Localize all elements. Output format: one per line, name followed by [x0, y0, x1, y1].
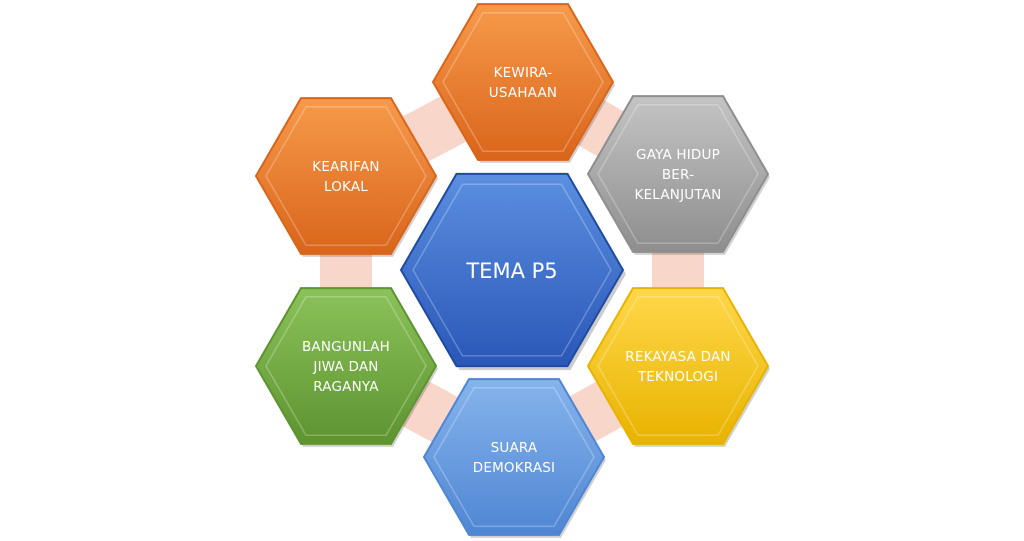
hex-bevel [597, 295, 759, 437]
center-hexagon [399, 172, 625, 368]
theme-hexagons: KEWIRA- USAHAAN GAYA HIDUP BER- KELANJUTAN RE… [254, 3, 770, 538]
center-hexagon-group: TEMA P5 [399, 172, 626, 371]
theme-label-line: BER- [662, 167, 694, 183]
theme-label-line: LOKAL [324, 179, 368, 195]
theme-label-line: BANGUNLAH [302, 339, 390, 355]
theme-hex-rekayasa: REKAYASA DAN TEKNOLOGI [586, 287, 770, 447]
hex-bevel [597, 103, 759, 245]
theme-label-line: GAYA HIDUP [636, 147, 720, 163]
theme-hex-kearifan-lokal: KEARIFAN LOKAL [254, 97, 438, 257]
theme-label-line: JIWA DAN [312, 359, 378, 375]
theme-label-line: REKAYASA DAN [625, 349, 730, 365]
theme-hexagon [254, 97, 438, 255]
theme-hex-suara-demokrasi: SUARA DEMOKRASI [422, 378, 606, 538]
theme-hexagon [422, 378, 606, 536]
theme-hex-gaya-hidup: GAYA HIDUP BER- KELANJUTAN [586, 95, 770, 255]
theme-label-line: KEARIFAN [312, 159, 379, 175]
theme-label-line: USAHAAN [489, 85, 557, 101]
theme-hex-kewirausahaan: KEWIRA- USAHAAN [431, 3, 615, 163]
theme-hexagon [586, 95, 770, 253]
theme-hexagon [586, 287, 770, 445]
hex-bevel [433, 386, 595, 528]
theme-label-line: RAGANYA [313, 379, 379, 395]
theme-label-line: DEMOKRASI [473, 460, 555, 476]
center-label: TEMA P5 [465, 259, 557, 283]
hex-bevel [265, 295, 427, 437]
theme-hexagon [254, 287, 438, 445]
theme-label-line: TEKNOLOGI [637, 369, 718, 385]
theme-label-line: KELANJUTAN [635, 187, 722, 203]
theme-hexagon [431, 3, 615, 161]
hex-bevel [265, 105, 427, 247]
center-hex-bevel [412, 183, 612, 357]
theme-label-line: KEWIRA- [494, 65, 553, 81]
hex-bevel [442, 11, 604, 153]
theme-label-line: SUARA [491, 440, 538, 456]
theme-hex-bangunlah: BANGUNLAH JIWA DAN RAGANYA [254, 287, 438, 447]
